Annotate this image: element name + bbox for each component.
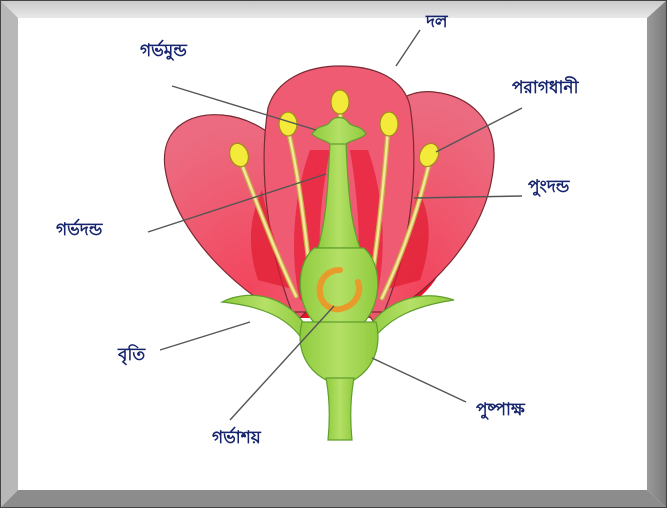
label-sepal: বৃতি — [118, 345, 145, 365]
label-anther: পরাগধানী — [512, 78, 578, 98]
label-filament: পুংদন্ড — [528, 177, 569, 197]
label-stigma: গর্ভমুন্ড — [140, 41, 187, 61]
label-style: গর্ভদন্ড — [56, 220, 102, 240]
label-ovary: গর্ভাশয় — [212, 428, 261, 448]
stem — [326, 378, 354, 440]
pistil-ovary — [300, 248, 378, 331]
label-petal: দল — [426, 12, 448, 32]
label-receptacle: পুষ্পাক্ষ — [476, 400, 525, 420]
